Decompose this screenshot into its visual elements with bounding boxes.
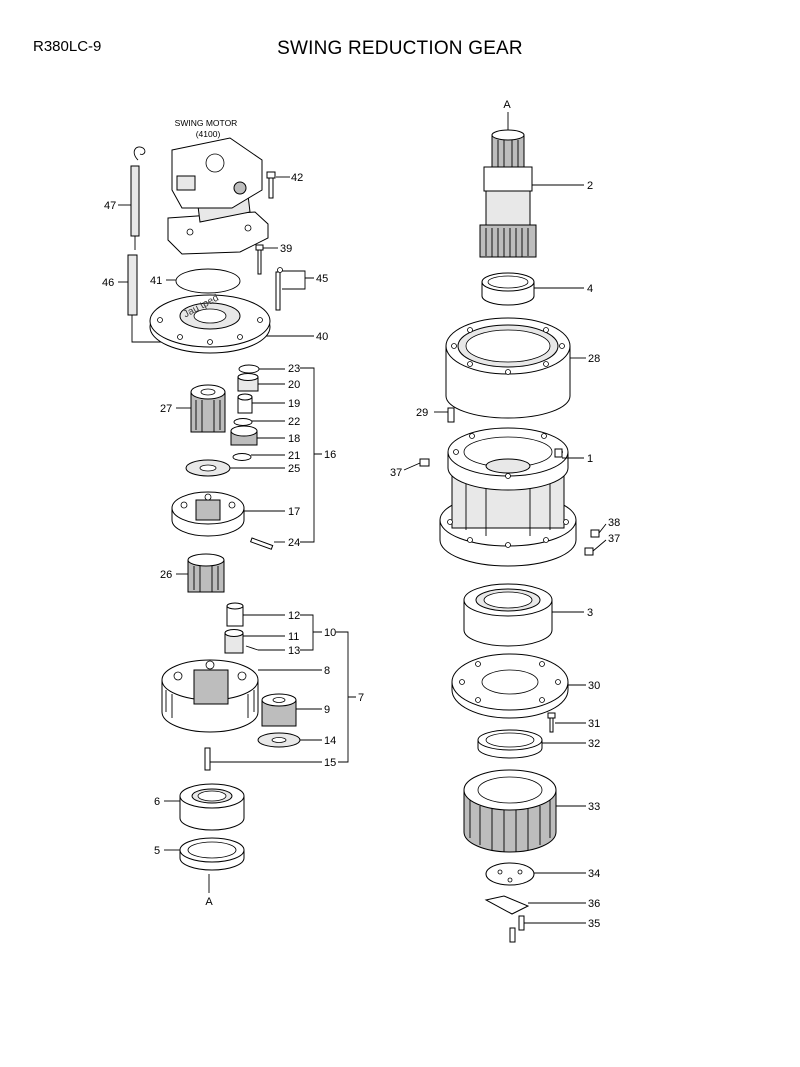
callout-13: 13 bbox=[288, 645, 300, 657]
plug-38 bbox=[590, 529, 600, 538]
callout-20: 20 bbox=[288, 379, 300, 391]
collar-4 bbox=[481, 272, 535, 306]
callout-24: 24 bbox=[288, 537, 300, 549]
page-title: SWING REDUCTION GEAR bbox=[277, 38, 523, 59]
spring-pin-13 bbox=[245, 645, 259, 651]
bolt-39 bbox=[255, 244, 264, 275]
ref-mark-top: A bbox=[503, 99, 511, 111]
model-number: R380LC-9 bbox=[33, 38, 102, 55]
cover-plate-40 bbox=[149, 294, 271, 354]
bearing-3 bbox=[463, 583, 553, 647]
thrust-washer-25 bbox=[185, 459, 231, 477]
callout-21: 21 bbox=[288, 450, 300, 462]
motor-caption-line1: SWING MOTOR bbox=[175, 118, 238, 128]
washer-21 bbox=[232, 453, 252, 461]
callout-19: 19 bbox=[288, 398, 300, 410]
ring-23 bbox=[238, 364, 260, 374]
callout-37-left: 37 bbox=[390, 467, 402, 479]
callout-35: 35 bbox=[588, 918, 600, 930]
carrier-17 bbox=[171, 491, 245, 537]
callout-3: 3 bbox=[587, 607, 593, 619]
callout-37-right: 37 bbox=[608, 533, 620, 545]
callout-40: 40 bbox=[316, 331, 328, 343]
pinion-shaft-2 bbox=[479, 129, 537, 258]
callout-38: 38 bbox=[608, 517, 620, 529]
callout-36: 36 bbox=[588, 898, 600, 910]
pin-12 bbox=[226, 602, 244, 627]
pin-19 bbox=[237, 393, 253, 414]
swing-motor bbox=[167, 137, 269, 255]
callout-16: 16 bbox=[324, 449, 336, 461]
needle-bearing-20 bbox=[237, 373, 259, 392]
callout-33: 33 bbox=[588, 801, 600, 813]
callout-18: 18 bbox=[288, 433, 300, 445]
bolt-42 bbox=[266, 171, 276, 199]
callout-47: 47 bbox=[104, 200, 116, 212]
callout-2: 2 bbox=[587, 180, 593, 192]
pin-15 bbox=[204, 747, 211, 771]
callout-45: 45 bbox=[316, 273, 328, 285]
callout-34: 34 bbox=[588, 868, 600, 880]
ref-mark-bottom: A bbox=[205, 896, 213, 908]
callout-39: 39 bbox=[280, 243, 292, 255]
callout-14: 14 bbox=[324, 735, 336, 747]
callout-25: 25 bbox=[288, 463, 300, 475]
callout-9: 9 bbox=[324, 704, 330, 716]
gear-9 bbox=[261, 693, 297, 727]
callout-labels: 42 47 39 41 46 45 40 23 20 19 22 18 21 2… bbox=[102, 172, 620, 930]
thrust-washer-14 bbox=[257, 732, 301, 748]
plug-37-right bbox=[584, 547, 594, 556]
o-ring-41 bbox=[175, 268, 241, 294]
callout-26: 26 bbox=[160, 569, 172, 581]
callout-4: 4 bbox=[587, 283, 593, 295]
carrier-8 bbox=[161, 659, 259, 733]
plug-37-left bbox=[419, 458, 430, 467]
callout-31: 31 bbox=[588, 718, 600, 730]
callout-5: 5 bbox=[154, 845, 160, 857]
motor-caption-line2: (4100) bbox=[196, 129, 221, 139]
gear-26 bbox=[187, 553, 225, 593]
callout-29: 29 bbox=[416, 407, 428, 419]
washer-22 bbox=[233, 418, 253, 426]
callout-12: 12 bbox=[288, 610, 300, 622]
bushing-11 bbox=[224, 629, 244, 654]
callout-23: 23 bbox=[288, 363, 300, 375]
gear-18 bbox=[230, 425, 258, 446]
level-gauge-47 bbox=[130, 146, 146, 250]
callout-1: 1 bbox=[587, 453, 593, 465]
bearing-6 bbox=[179, 783, 245, 831]
callout-8: 8 bbox=[324, 665, 330, 677]
casing-1 bbox=[439, 427, 577, 567]
callout-28: 28 bbox=[588, 353, 600, 365]
callout-17: 17 bbox=[288, 506, 300, 518]
callout-27: 27 bbox=[160, 403, 172, 415]
callout-22: 22 bbox=[288, 416, 300, 428]
callout-leaders bbox=[118, 176, 607, 924]
callout-15: 15 bbox=[324, 757, 336, 769]
cover-plate-30 bbox=[451, 653, 569, 719]
pins-45 bbox=[275, 267, 283, 311]
callout-6: 6 bbox=[154, 796, 160, 808]
bolts-35 bbox=[509, 915, 525, 943]
sun-gear-27 bbox=[190, 384, 226, 433]
callout-7: 7 bbox=[358, 692, 364, 704]
seal-32 bbox=[477, 729, 543, 759]
callout-42: 42 bbox=[291, 172, 303, 184]
callout-30: 30 bbox=[588, 680, 600, 692]
ring-5 bbox=[179, 837, 245, 871]
lock-plate-36 bbox=[484, 895, 530, 915]
callout-11: 11 bbox=[288, 631, 299, 643]
pinion-gear-33 bbox=[463, 769, 557, 853]
plate-34 bbox=[485, 862, 535, 886]
bolt-31 bbox=[547, 712, 556, 733]
callout-46: 46 bbox=[102, 277, 114, 289]
callout-41: 41 bbox=[150, 275, 162, 287]
callout-32: 32 bbox=[588, 738, 600, 750]
knock-pin-29 bbox=[447, 407, 455, 423]
pin-24 bbox=[249, 537, 274, 550]
ring-gear-28 bbox=[445, 317, 571, 419]
callout-10: 10 bbox=[324, 627, 336, 639]
